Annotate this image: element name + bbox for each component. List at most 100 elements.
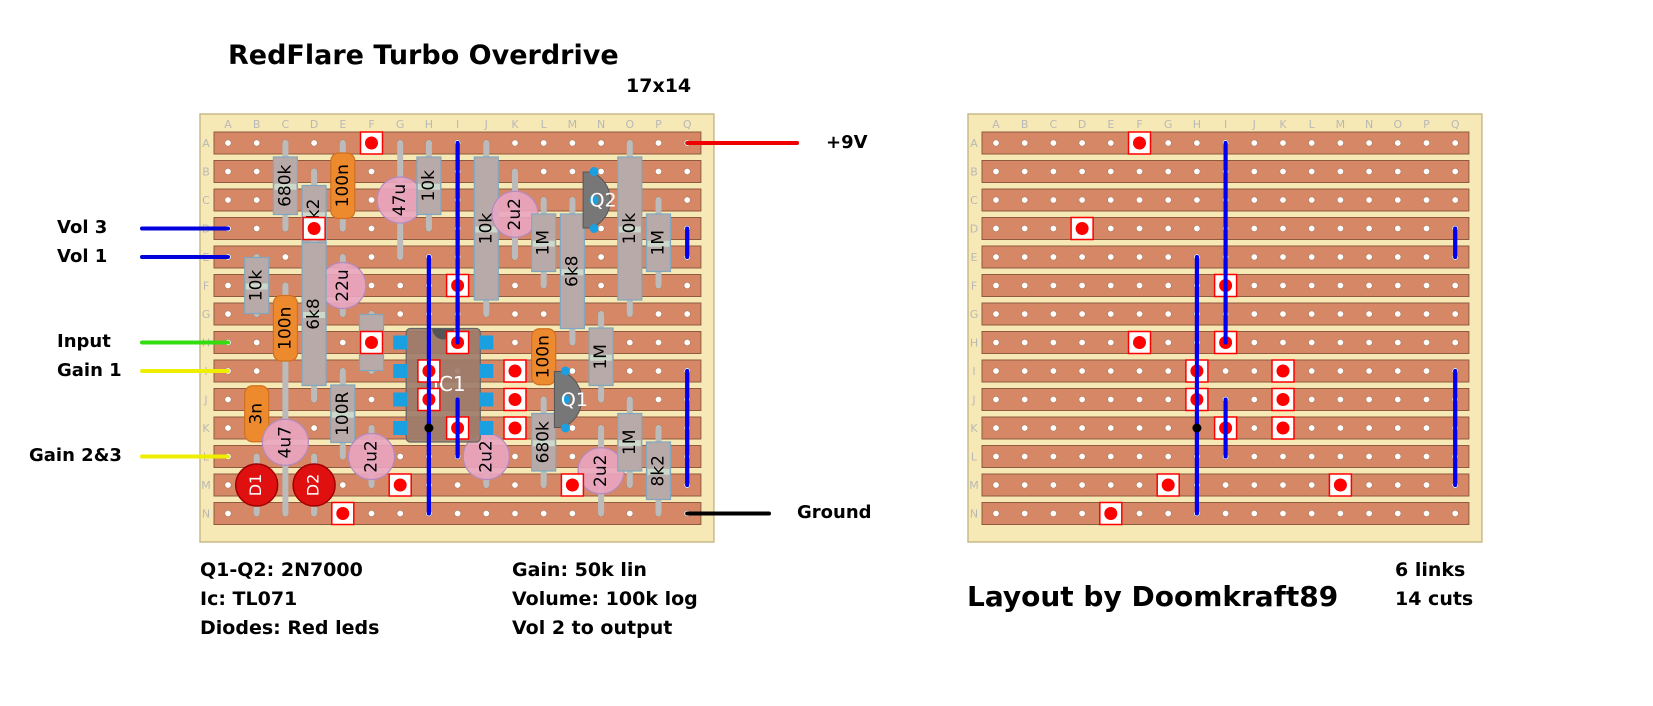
hole [396,310,404,318]
resistor-band [618,440,641,447]
hole [1394,452,1402,460]
transistor-pin [589,167,599,176]
strip-cut-mark [336,507,350,520]
hole [1394,367,1402,375]
hole [1423,338,1431,346]
column-label: B [253,118,261,131]
hole [1250,168,1258,176]
row-label: K [970,422,978,435]
hole [1394,395,1402,403]
hole [1250,424,1258,432]
hole [1279,452,1287,460]
hole [654,139,662,147]
hole [1423,424,1431,432]
hole [1107,310,1115,318]
hole [1164,509,1172,517]
hole [1164,424,1172,432]
hole [1136,196,1144,204]
resistor-band [618,226,641,233]
hole [1078,481,1086,489]
strip-cut-mark [1133,136,1146,150]
hole [1049,281,1057,289]
note-diodes: Diodes: Red leds [200,617,380,639]
hole [1107,253,1115,261]
hole [1308,310,1316,318]
hole [1021,338,1029,346]
hole [626,367,634,375]
hole [367,225,375,233]
hole [568,509,576,517]
note-volume: Volume: 100k log [512,588,698,610]
component-value-label: 10k [247,270,267,302]
hole [1394,139,1402,147]
hole [1336,310,1344,318]
hole [654,338,662,346]
component-value-label: 1M [649,230,669,255]
hole [1164,168,1172,176]
hole [654,395,662,403]
wire-label: Vol 3 [57,217,108,238]
column-label: G [1164,118,1173,131]
strip-cut-mark [1075,222,1089,235]
row-label: B [202,166,210,179]
row-label: D [970,223,978,236]
wire-label: Ground [797,502,872,523]
hole [626,338,634,346]
wire-label: Gain 1 [57,360,122,381]
hole [1049,168,1057,176]
wire-label: +9V [826,132,868,153]
hole [1136,253,1144,261]
hole [683,168,691,176]
hole [1049,367,1057,375]
hole [253,338,261,346]
ic-pin [479,364,494,378]
wire-label: Gain 2&3 [29,445,122,466]
ic-pin [393,335,408,350]
hole [1107,281,1115,289]
row-label: J [203,394,207,407]
row-label: J [971,394,975,407]
hole [1336,367,1344,375]
hole [1222,481,1230,489]
hole [511,281,519,289]
hole [339,481,347,489]
hole [511,509,519,517]
hole [1021,225,1029,233]
hole [1365,367,1373,375]
hole [1049,509,1057,517]
hole [1279,281,1287,289]
hole [1423,225,1431,233]
hole [1021,310,1029,318]
hole [1136,452,1144,460]
stat-links: 6 links [1395,559,1466,581]
hole [1107,395,1115,403]
stat-cuts: 14 cuts [1395,588,1474,610]
row-label: A [202,137,210,150]
hole [1365,509,1373,517]
column-label: L [1309,118,1316,131]
hole [1136,281,1144,289]
wire-label: Input [57,331,111,352]
hole [1365,310,1373,318]
hole [396,509,404,517]
hole [1365,253,1373,261]
hole [992,367,1000,375]
hole [597,281,605,289]
hole [1308,395,1316,403]
column-label: A [224,118,232,131]
hole [1394,281,1402,289]
column-label: J [1252,118,1256,131]
hole [992,424,1000,432]
notes-right: Gain: 50k lin Volume: 100k log Vol 2 to … [512,556,698,643]
hole [253,196,261,204]
hole [454,481,462,489]
strip-cut-mark [1276,364,1290,378]
hole [1308,196,1316,204]
hole [1250,196,1258,204]
hole [1164,225,1172,233]
hole [310,139,318,147]
component-value-label: 8k2 [649,455,669,486]
hole [1451,196,1459,204]
row-label: H [970,337,978,350]
strip-cut-mark [1333,478,1347,492]
